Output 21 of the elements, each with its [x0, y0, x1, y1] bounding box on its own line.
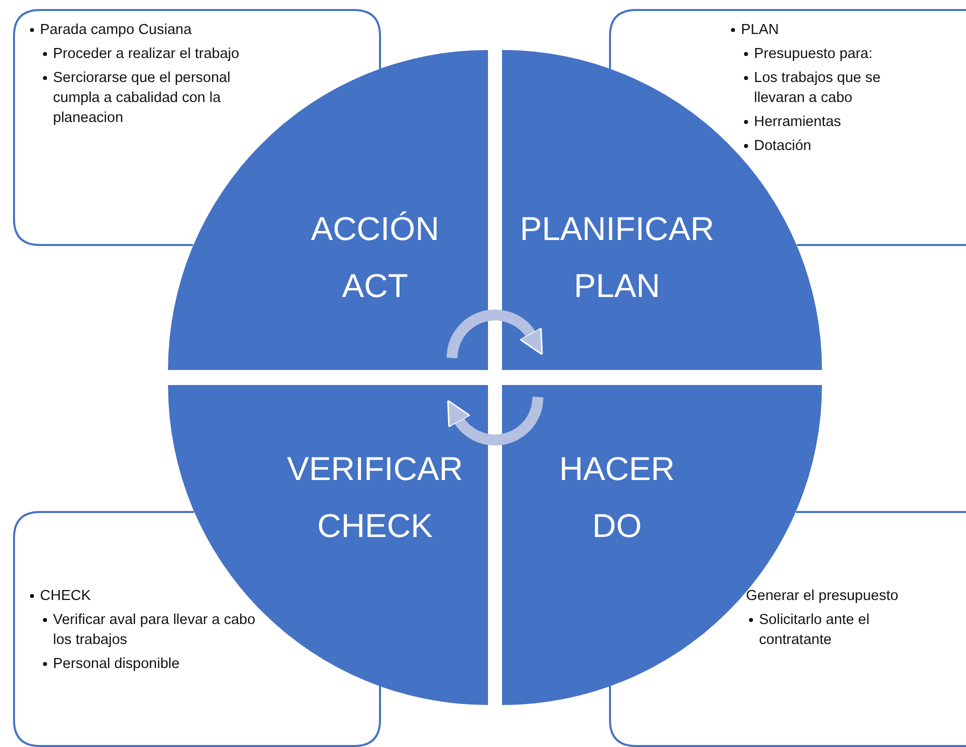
- quadrant-title: PLANIFICAR: [518, 212, 716, 245]
- bullet-text: Dotación: [754, 138, 812, 154]
- quadrant-title: ACT: [341, 269, 409, 302]
- quadrant-title: VERIFICAR: [286, 452, 464, 485]
- bullet-text: Los trabajos que se llevaran a cabo: [754, 70, 881, 106]
- bullet-text: CHECK: [40, 588, 91, 604]
- bullet-text: Personal disponible: [53, 656, 180, 672]
- quadrant-title: CHECK: [316, 509, 434, 542]
- quadrant-title: DO: [591, 509, 643, 542]
- quadrant-title: PLAN: [572, 269, 662, 302]
- bullet-text: Generar el presupuesto: [746, 588, 898, 604]
- bullet-text: Parada campo Cusiana: [40, 22, 192, 38]
- bullet-text: Serciorarse que el personal cumpla a cabalidad con la planeacion: [53, 70, 230, 126]
- bullet-text: Verificar aval para llevar a cabo los trabajos: [53, 612, 256, 648]
- bullet-text: Solicitarlo ante el contratante: [759, 612, 870, 648]
- bullet-text: Herramientas: [754, 114, 842, 130]
- bullet-text: PLAN: [741, 22, 779, 38]
- bullet-text: Presupuesto para:: [754, 46, 872, 62]
- bullet-text: Proceder a realizar el trabajo: [53, 46, 240, 62]
- quadrant-title: ACCIÓN: [310, 212, 440, 245]
- quadrant-title: HACER: [558, 452, 676, 485]
